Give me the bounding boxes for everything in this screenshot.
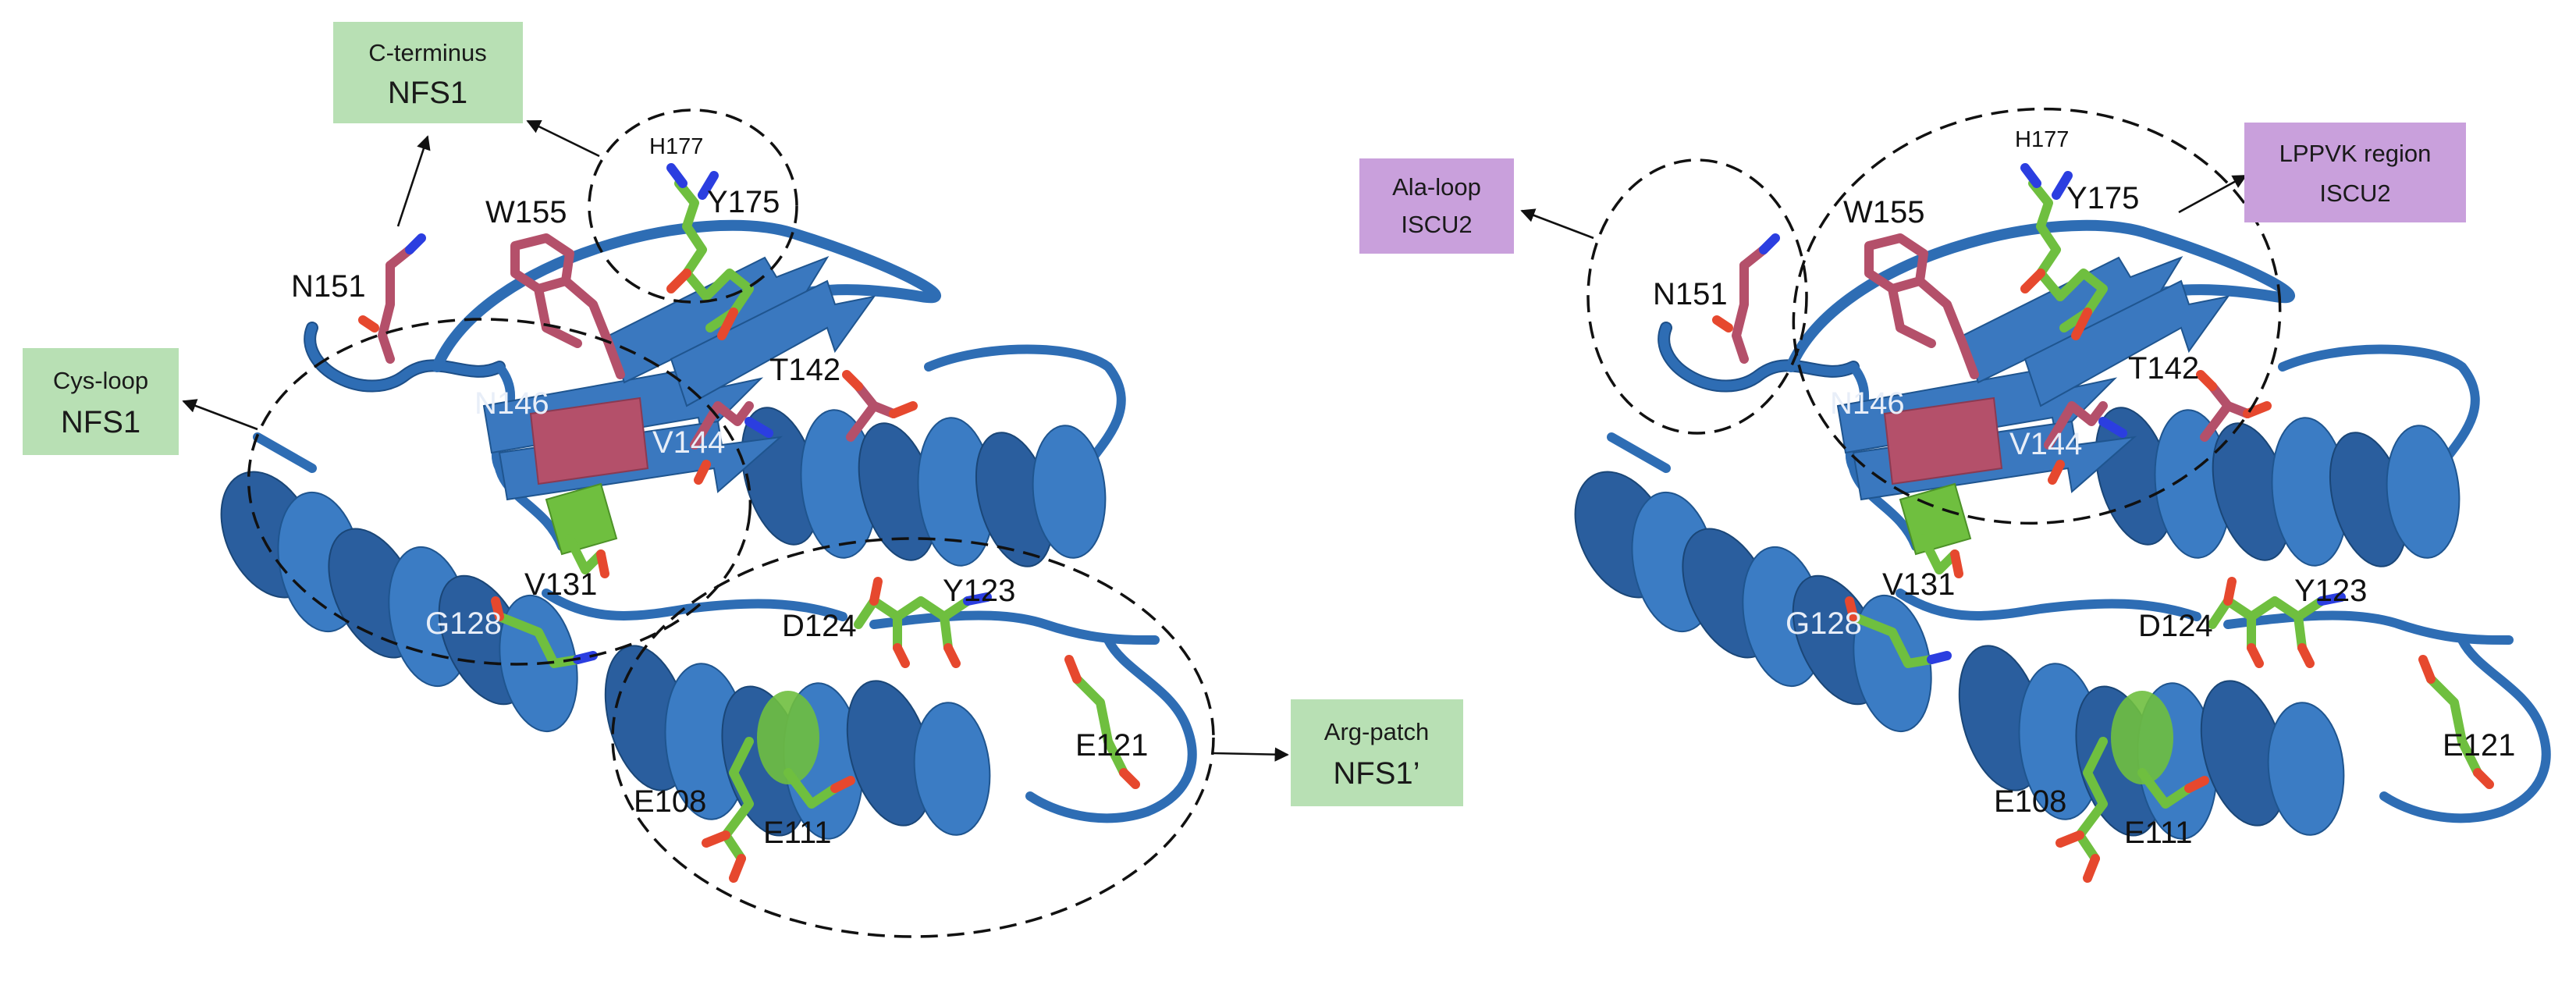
left-label-n151: N151 bbox=[291, 269, 366, 304]
right-lppvk-box-title: LPPVK region bbox=[2279, 140, 2432, 167]
left-cys-loop-box-title: Cys-loop bbox=[53, 367, 148, 394]
right-lppvk-box-subtitle: ISCU2 bbox=[2319, 180, 2390, 207]
left-protein-cartoon bbox=[202, 226, 1192, 845]
right-label-h177: H177 bbox=[2015, 127, 2069, 152]
left-arg-patch-box-title: Arg-patch bbox=[1324, 718, 1429, 745]
left-label-v144: V144 bbox=[652, 425, 725, 460]
right-label-n146: N146 bbox=[1830, 386, 1905, 421]
right-label-e108: E108 bbox=[1994, 784, 2066, 819]
left-c-terminus-ellipse bbox=[588, 108, 798, 304]
right-ala-loop-box-subtitle: ISCU2 bbox=[1401, 211, 1472, 238]
left-cys-loop-ellipse bbox=[247, 318, 752, 666]
right-label-y175: Y175 bbox=[2066, 181, 2139, 215]
right-label-e111: E111 bbox=[2124, 816, 2192, 850]
left-cys-loop-box-subtitle: NFS1 bbox=[61, 405, 140, 439]
right-label-t142: T142 bbox=[2128, 351, 2199, 386]
right-protein-cartoon bbox=[1556, 226, 2546, 845]
right-ala-loop-box-title: Ala-loop bbox=[1392, 173, 1481, 201]
right-label-g128: G128 bbox=[1785, 606, 1862, 641]
left-label-n146: N146 bbox=[474, 386, 549, 421]
left-label-d124: D124 bbox=[782, 609, 857, 643]
right-lppvk-ellipse bbox=[1792, 107, 2282, 525]
left-label-v131: V131 bbox=[524, 567, 597, 602]
left-cys-loop-box: Cys-loop NFS1 bbox=[23, 348, 179, 455]
right-ala-loop-ellipse bbox=[1586, 158, 1808, 435]
left-c-terminus-pointer-1 bbox=[396, 135, 431, 227]
right-label-v131: V131 bbox=[1882, 567, 1955, 602]
left-label-y123: Y123 bbox=[943, 574, 1015, 608]
right-panel: Ala-loop ISCU2 LPPVK region ISCU2 H177 Y… bbox=[1359, 107, 2546, 878]
left-c-terminus-box: C-terminus NFS1 bbox=[333, 22, 523, 123]
left-cys-loop-pointer bbox=[182, 399, 258, 431]
left-label-y175: Y175 bbox=[707, 185, 780, 219]
left-label-g128: G128 bbox=[425, 606, 502, 641]
right-lppvk-pointer bbox=[2178, 174, 2247, 214]
right-ala-loop-pointer bbox=[1520, 208, 1594, 240]
left-label-e108: E108 bbox=[634, 784, 706, 819]
left-c-terminus-box-subtitle: NFS1 bbox=[388, 76, 467, 110]
left-c-terminus-box-title: C-terminus bbox=[368, 39, 487, 66]
left-label-e121: E121 bbox=[1075, 728, 1148, 763]
left-arg-patch-pointer bbox=[1213, 747, 1289, 762]
right-label-y123: Y123 bbox=[2294, 574, 2367, 608]
left-panel: C-terminus NFS1 Cys-loop NFS1 Arg-patch … bbox=[23, 22, 1463, 938]
right-label-n151: N151 bbox=[1653, 277, 1728, 311]
right-ala-loop-box: Ala-loop ISCU2 bbox=[1359, 158, 1514, 254]
left-label-w155: W155 bbox=[485, 195, 567, 229]
left-label-e111: E111 bbox=[763, 816, 831, 850]
left-label-t142: T142 bbox=[769, 353, 840, 387]
left-arg-patch-box-subtitle: NFS1’ bbox=[1333, 756, 1419, 791]
left-arg-patch-box: Arg-patch NFS1’ bbox=[1291, 699, 1463, 806]
left-arg-patch-ellipse bbox=[611, 537, 1215, 938]
right-label-d124: D124 bbox=[2138, 609, 2213, 643]
left-c-terminus-pointer-2 bbox=[526, 119, 600, 158]
right-label-w155: W155 bbox=[1843, 195, 1925, 229]
left-label-h177: H177 bbox=[649, 134, 703, 159]
right-label-e121: E121 bbox=[2443, 728, 2515, 763]
right-lppvk-box: LPPVK region ISCU2 bbox=[2244, 123, 2466, 222]
right-label-v144: V144 bbox=[2009, 427, 2082, 461]
